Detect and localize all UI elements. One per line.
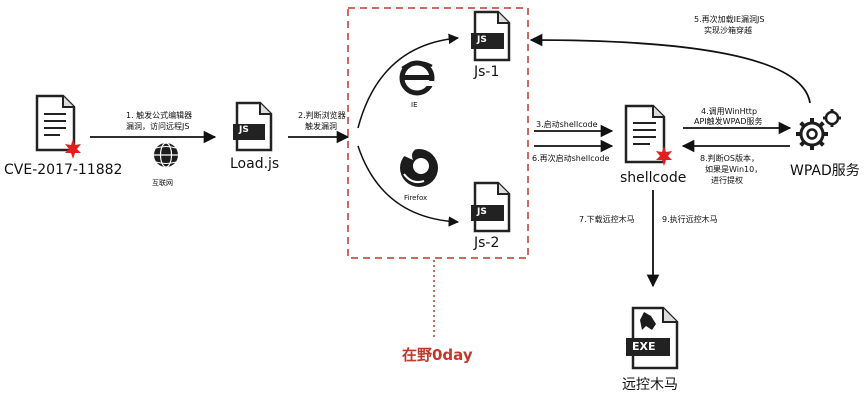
- js2-badge: JS: [477, 207, 487, 217]
- firefox-label: Firefox: [404, 194, 428, 202]
- ie-browser-icon: [399, 60, 435, 96]
- wpad-gear-icon: [796, 109, 841, 150]
- exe-badge: EXE: [632, 340, 656, 353]
- curve-to-js2: [357, 145, 460, 227]
- edge-1-label-line2: 漏洞，访问远程JS: [126, 122, 190, 131]
- internet-globe-icon: [154, 142, 178, 168]
- load-js-file-icon: [233, 101, 273, 152]
- js2-file-icon: [471, 181, 511, 233]
- cve-document-icon: [35, 94, 76, 152]
- internet-label: 互联网: [152, 179, 173, 187]
- edge-2-label-line1: 2.判断浏览器: [298, 111, 346, 120]
- edge-5-label-line2: 实现沙箱穿越: [704, 26, 752, 35]
- edge-8-label-line2: 如果是Win10，: [705, 165, 763, 174]
- exploit-marker-icon: [65, 139, 81, 159]
- curve-to-js1: [357, 33, 460, 129]
- edge-4-label-line2: API触发WPAD服务: [694, 117, 763, 126]
- edge-4-label-line1: 4.调用WinHttp: [701, 107, 758, 116]
- js1-file-icon: [471, 10, 511, 62]
- edge-8-label-line3: 进行提权: [711, 176, 743, 185]
- edge-3-label: 3.启动shellcode: [536, 120, 598, 129]
- wpad-label: WPAD服务: [790, 163, 860, 179]
- zeroday-label: 在野0day: [402, 346, 473, 364]
- edge-1-label-line1: 1. 触发公式编辑器: [126, 111, 193, 120]
- firefox-browser-icon: [400, 147, 438, 187]
- edge-5-label-line1: 5.再次加载IE漏洞JS: [694, 15, 765, 24]
- edge-6-label: 6.再次启动shellcode: [532, 154, 610, 163]
- js2-label: Js-2: [474, 235, 500, 251]
- load-js-label: Load.js: [230, 156, 280, 172]
- edge-5-arrow: [529, 33, 811, 104]
- rat-label: 远控木马: [622, 377, 678, 393]
- load-js-badge: JS: [239, 125, 249, 135]
- js1-label: Js-1: [474, 64, 500, 80]
- ie-label: IE: [411, 101, 418, 109]
- edge-7-label: 7.下载远控木马: [579, 215, 635, 224]
- js1-badge: JS: [477, 35, 487, 45]
- shellcode-marker-icon: [656, 146, 672, 166]
- edge-9-label: 9.执行远控木马: [662, 215, 718, 224]
- shellcode-label: shellcode: [620, 170, 687, 186]
- edge-8-label-line1: 8.判断OS版本，: [700, 154, 760, 163]
- edge-2-label-line2: 触发漏洞: [305, 122, 337, 131]
- shellcode-document-icon: [624, 104, 666, 164]
- exe-rat-icon: [626, 306, 679, 370]
- cve-label: CVE-2017-11882: [4, 162, 123, 178]
